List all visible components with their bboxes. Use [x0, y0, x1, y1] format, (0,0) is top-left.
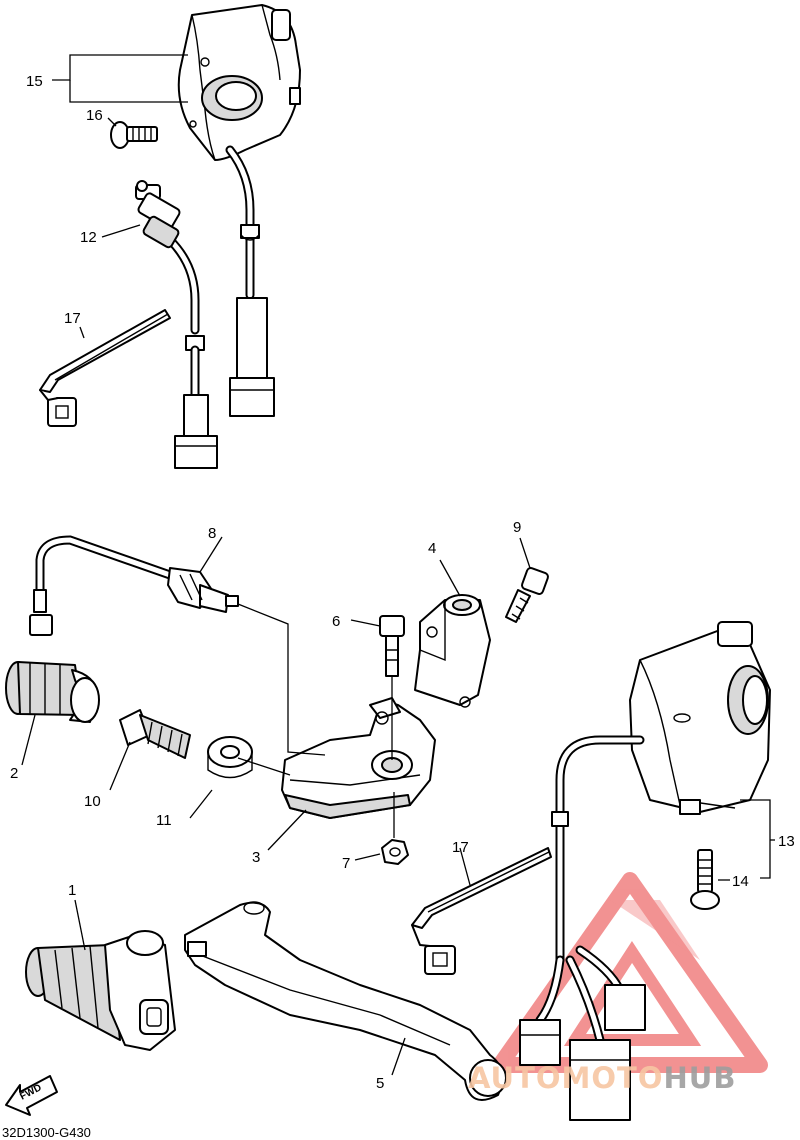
callout-5: 5: [376, 1075, 384, 1092]
callout-12: 12: [80, 229, 97, 246]
callout-1: 1: [68, 882, 76, 899]
callout-4: 4: [428, 540, 436, 557]
callout-13: 13: [778, 833, 795, 850]
brand-hub: HUB: [664, 1061, 737, 1095]
callout-2: 2: [10, 765, 18, 782]
drawing-code: 32D1300-G430: [2, 1125, 91, 1140]
locknut: [207, 736, 253, 779]
callout-8: 8: [208, 525, 216, 542]
callout-17-lower: 17: [452, 839, 469, 856]
boot-assembly: [25, 930, 176, 1051]
callout-3: 3: [252, 849, 260, 866]
front-brake-switch: [135, 180, 218, 469]
right-switch-cables: [519, 735, 646, 1121]
brand-moto: MOTO: [562, 1061, 664, 1095]
callout-6: 6: [332, 613, 340, 630]
callout-9: 9: [513, 519, 521, 536]
adjuster-bolt: [119, 709, 191, 759]
screw-9: [505, 567, 549, 623]
watermark-brand: AUTOMOTOHUB: [468, 1061, 736, 1095]
callout-10: 10: [84, 793, 101, 810]
right-handlebar-switch: [629, 621, 771, 815]
callout-labels: 15 16 12 17 8 4 9 6 2 10 11 3 7 17 13 14…: [10, 73, 795, 1092]
svg-text:AUTOMOTOHUB: AUTOMOTOHUB: [468, 1061, 736, 1095]
callout-17-upper: 17: [64, 310, 81, 327]
clutch-switch: [29, 535, 239, 636]
callout-7: 7: [342, 855, 350, 872]
screw-14: [690, 849, 720, 910]
forward-arrow-icon: FWD: [5, 1075, 58, 1116]
screw-16: [110, 121, 158, 149]
lever-holder: [281, 697, 436, 819]
callout-14: 14: [732, 873, 749, 890]
pivot-bolt: [379, 615, 405, 760]
rubber-boot: [5, 661, 100, 723]
nut-7: [381, 792, 409, 865]
cable-tie-upper: [39, 309, 171, 427]
left-switch-cable: [225, 145, 275, 417]
callout-15: 15: [26, 73, 43, 90]
clutch-lever: [184, 901, 507, 1101]
leader-lines: [21, 54, 775, 1076]
cable-tie-lower: [411, 847, 552, 975]
brand-auto: AUTO: [468, 1061, 562, 1095]
holder-clamp: [414, 594, 491, 708]
callout-16: 16: [86, 107, 103, 124]
callout-11: 11: [156, 812, 172, 829]
left-handlebar-switch: [177, 4, 301, 161]
